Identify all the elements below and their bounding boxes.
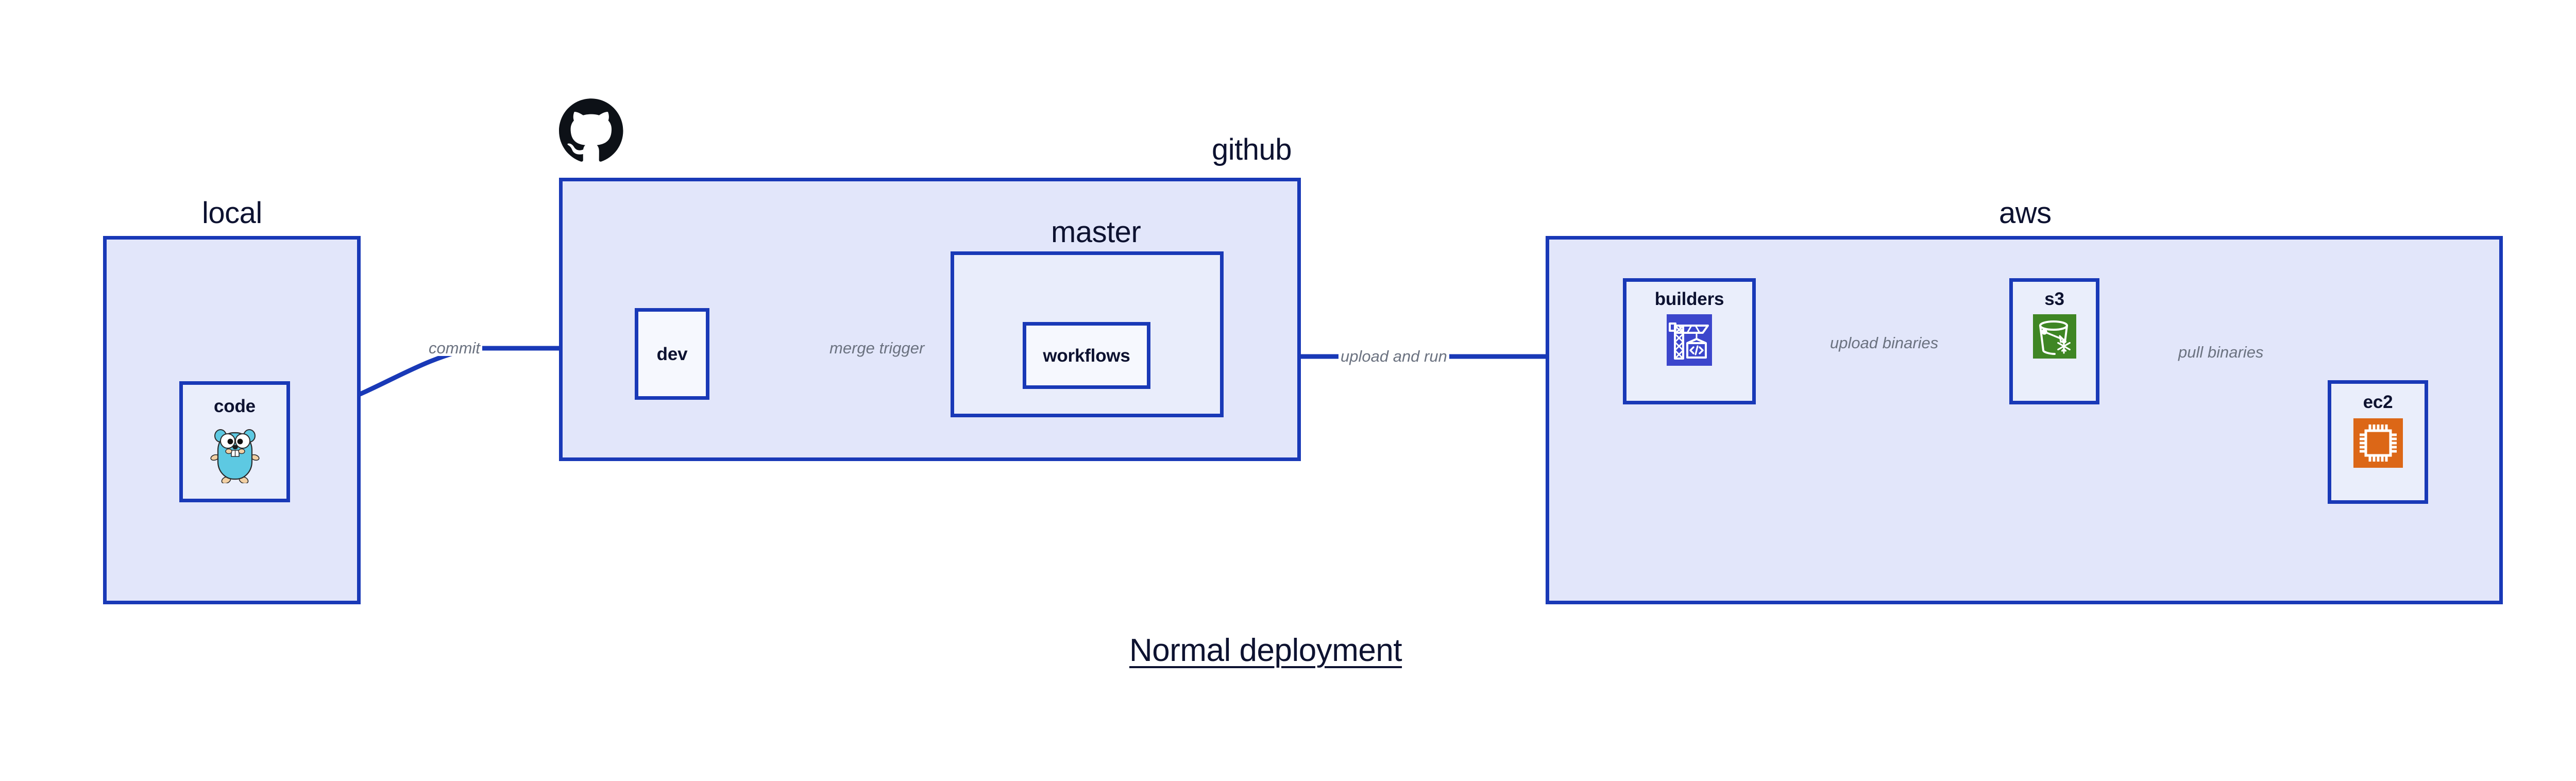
- subgroup-label-master: master: [1051, 215, 1141, 249]
- node-label-code: code: [214, 396, 256, 416]
- node-dev[interactable]: dev: [635, 308, 709, 400]
- github-octocat-icon: [559, 98, 623, 162]
- node-builders[interactable]: builders: [1623, 278, 1756, 404]
- node-workflows[interactable]: workflows: [1023, 322, 1150, 389]
- edge-label-merge-trigger: merge trigger: [827, 340, 927, 356]
- group-label-aws: aws: [1999, 196, 2052, 230]
- aws-s3-glacier-icon: [2032, 314, 2076, 361]
- group-label-github: github: [1212, 133, 1292, 166]
- node-label-ec2: ec2: [2363, 392, 2393, 412]
- node-ec2[interactable]: ec2: [2328, 380, 2428, 504]
- aws-ec2-icon: [2353, 418, 2403, 470]
- node-s3[interactable]: s3: [2009, 278, 2099, 404]
- node-code[interactable]: code: [179, 381, 290, 502]
- edge-label-commit: commit: [427, 340, 482, 356]
- aws-codebuild-icon: [1667, 314, 1712, 368]
- edge-label-pull-binaries: pull binaries: [2176, 344, 2266, 360]
- node-label-dev: dev: [656, 344, 688, 364]
- go-gopher-icon: [210, 423, 260, 486]
- node-label-workflows: workflows: [1043, 345, 1130, 366]
- node-label-s3: s3: [2044, 289, 2064, 309]
- group-label-local: local: [202, 196, 262, 230]
- edge-label-upload-binaries: upload binaries: [1828, 335, 1941, 351]
- edge-label-upload-and-run: upload and run: [1338, 348, 1449, 364]
- node-label-builders: builders: [1654, 289, 1724, 309]
- diagram-title: Normal deployment: [1129, 633, 1402, 668]
